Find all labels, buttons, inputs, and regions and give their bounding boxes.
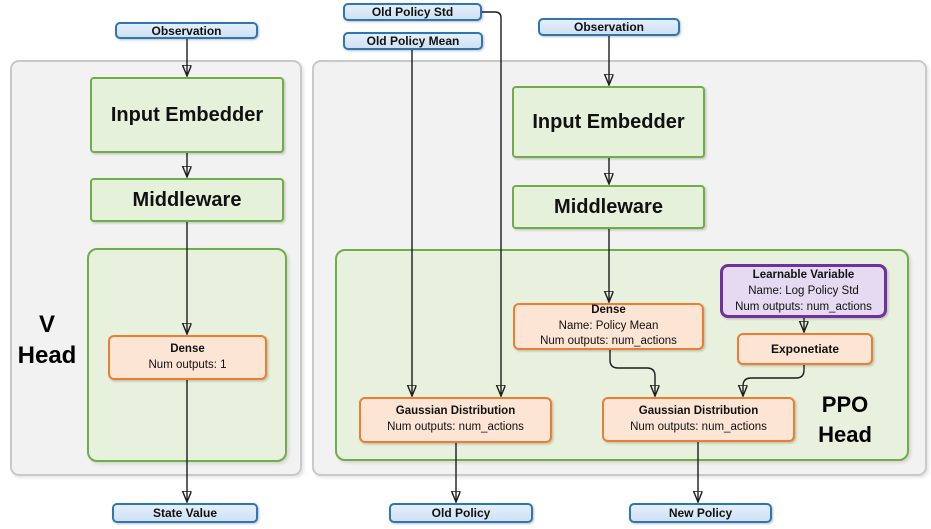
observation-box-ppo: Observation bbox=[538, 18, 680, 36]
learnable-variable-name: Name: Log Policy Std bbox=[748, 284, 859, 297]
gaussian-new-num-outputs: Num outputs: num_actions bbox=[630, 420, 767, 433]
gaussian-distribution-new-box: Gaussian Distribution Num outputs: num_a… bbox=[602, 397, 795, 442]
learnable-variable-box: Learnable Variable Name: Log Policy Std … bbox=[720, 264, 887, 318]
gaussian-distribution-old-box: Gaussian Distribution Num outputs: num_a… bbox=[359, 397, 552, 443]
gaussian-new-title: Gaussian Distribution bbox=[638, 404, 759, 417]
new-policy-box: New Policy bbox=[629, 503, 772, 523]
v-head-label-line1: V bbox=[38, 311, 55, 338]
input-embedder-box-ppo: Input Embedder bbox=[512, 86, 705, 158]
dense-box-v: Dense Num outputs: 1 bbox=[108, 335, 267, 380]
learnable-variable-title: Learnable Variable bbox=[752, 268, 855, 281]
old-policy-box: Old Policy bbox=[389, 503, 533, 523]
middleware-box-ppo: Middleware bbox=[512, 185, 705, 229]
observation-box-v: Observation bbox=[115, 22, 258, 39]
old-policy-std-box: Old Policy Std bbox=[343, 3, 482, 21]
dense-policy-mean-num-outputs: Num outputs: num_actions bbox=[540, 335, 677, 348]
dense-policy-mean-box: Dense Name: Policy Mean Num outputs: num… bbox=[513, 303, 704, 350]
ppo-head-label-line1: PPO bbox=[821, 392, 869, 417]
gaussian-old-num-outputs: Num outputs: num_actions bbox=[387, 421, 524, 433]
gaussian-old-title: Gaussian Distribution bbox=[395, 405, 516, 418]
input-embedder-box-v: Input Embedder bbox=[90, 77, 284, 153]
dense-policy-mean-title: Dense bbox=[591, 304, 626, 317]
exponetiate-label: Exponetiate bbox=[770, 341, 839, 356]
middleware-box-v: Middleware bbox=[90, 178, 284, 222]
learnable-variable-num-outputs: Num outputs: num_actions bbox=[735, 301, 872, 314]
exponetiate-box: Exponetiate bbox=[737, 333, 873, 365]
v-head-label-line2: Head bbox=[17, 342, 77, 370]
ppo-head-label: PPO Head bbox=[799, 390, 891, 449]
state-value-box: State Value bbox=[112, 503, 258, 523]
dense-box-v-title: Dense bbox=[170, 342, 205, 355]
ppo-head-label-line2: Head bbox=[818, 421, 872, 447]
dense-box-v-num-outputs: Num outputs: 1 bbox=[148, 358, 227, 371]
old-policy-mean-box: Old Policy Mean bbox=[343, 32, 483, 50]
dense-policy-mean-name: Name: Policy Mean bbox=[558, 319, 659, 332]
v-head-label: V Head bbox=[10, 309, 84, 371]
